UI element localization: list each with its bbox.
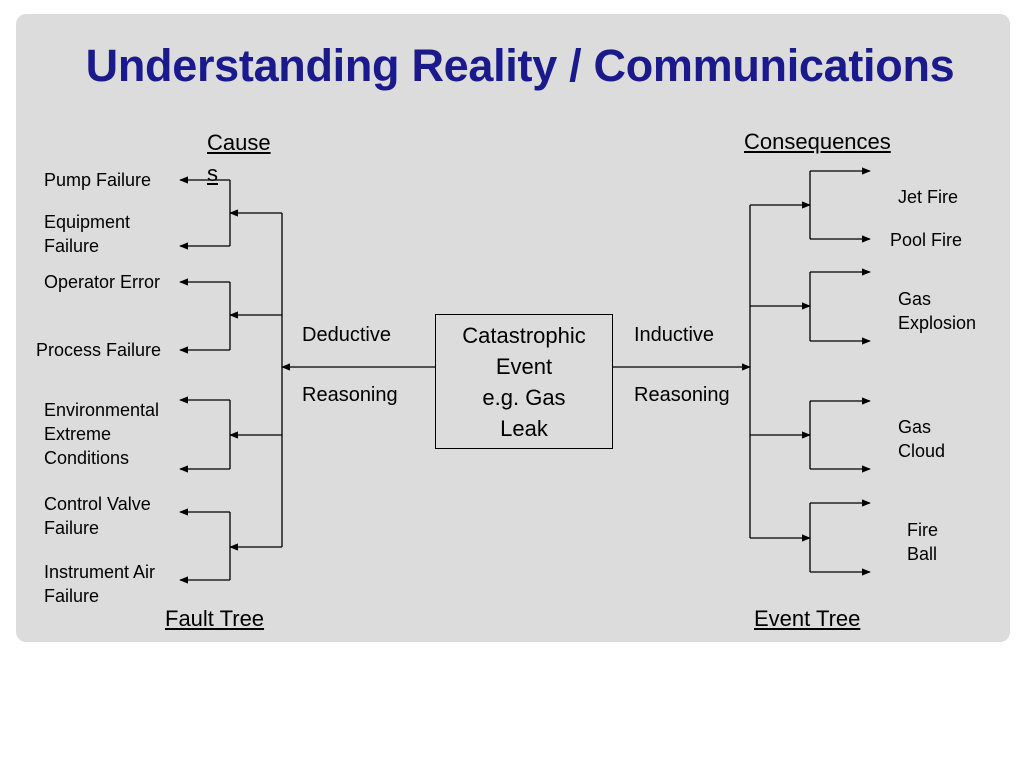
cause-control-valve-failure: Control Valve Failure	[44, 494, 151, 538]
consequence-fire-ball: Fire Ball	[907, 520, 938, 564]
consequence-gas-explosion: Gas Explosion	[898, 289, 977, 333]
reasoning-label-right: Reasoning	[634, 384, 730, 406]
catastrophic-event-box: Catastrophic Event e.g. Gas Leak	[435, 314, 613, 449]
cause-process-failure: Process Failure	[36, 340, 162, 360]
consequences-heading: Consequences	[744, 129, 891, 154]
cause-instrument-air-failure: Instrument Air Failure	[44, 562, 156, 606]
cause-environmental-conditions: Environmental Extreme Conditions	[44, 400, 160, 468]
cause-operator-error: Operator Error	[44, 272, 161, 292]
consequence-jet-fire: Jet Fire	[898, 187, 959, 207]
inductive-label: Inductive	[634, 324, 715, 346]
deductive-label: Deductive	[302, 324, 391, 346]
causes-heading: Cause s	[207, 130, 271, 186]
reasoning-label-left: Reasoning	[302, 384, 398, 406]
slide-title: Understanding Reality / Communications	[85, 40, 955, 91]
cause-pump-failure: Pump Failure	[44, 170, 152, 190]
fault-tree-label: Fault Tree	[165, 606, 265, 631]
cause-equipment-failure: Equipment Failure	[44, 212, 131, 256]
consequence-gas-cloud: Gas Cloud	[898, 417, 946, 461]
event-tree-label: Event Tree	[754, 606, 861, 631]
consequence-pool-fire: Pool Fire	[890, 230, 963, 250]
